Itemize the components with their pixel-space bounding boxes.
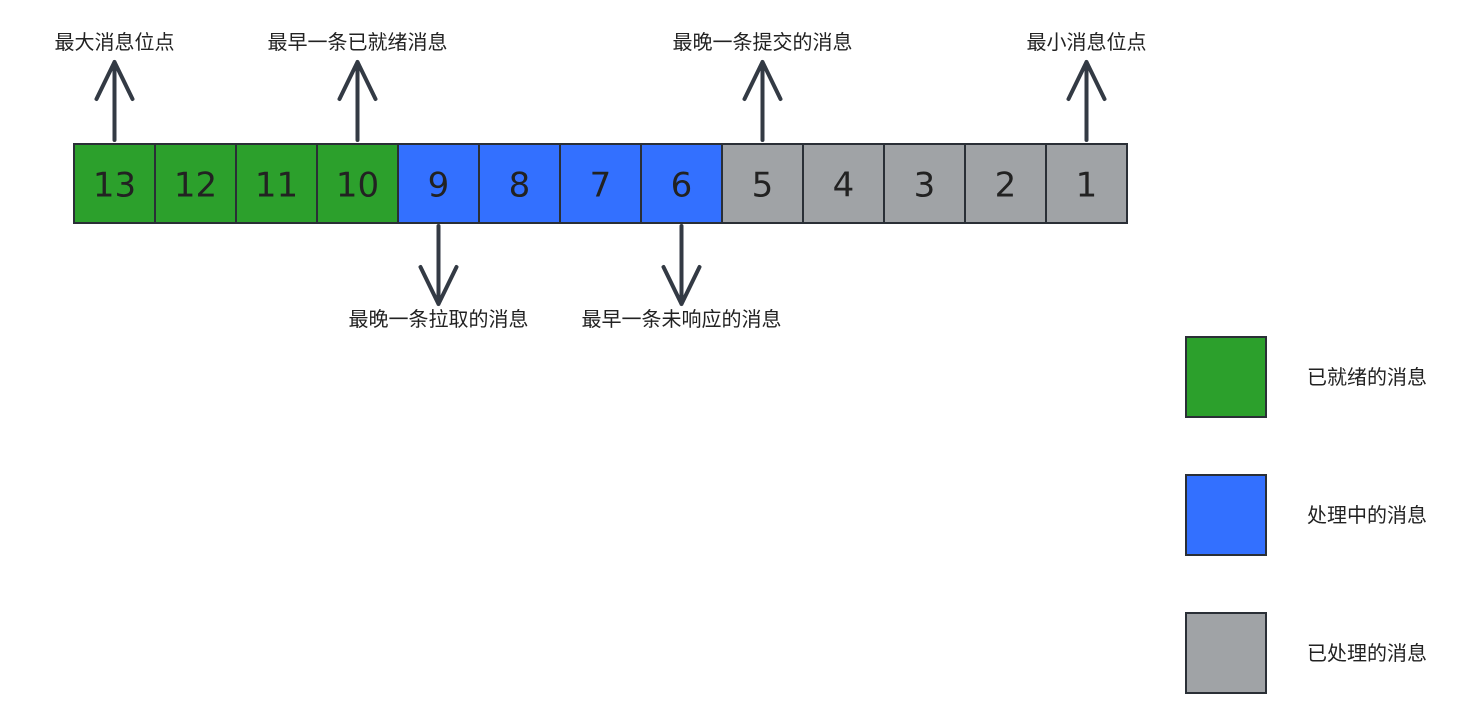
message-cell: 8 <box>478 143 561 224</box>
legend-swatch <box>1185 612 1267 694</box>
pointer-label: 最晚一条拉取的消息 <box>349 307 529 331</box>
message-cell-label: 9 <box>428 166 450 206</box>
pointer-label: 最大消息位点 <box>55 30 175 54</box>
message-cell: 6 <box>640 143 723 224</box>
pointer-up: 最小消息位点 <box>1027 30 1147 142</box>
legend-item: 已就绪的消息 <box>1185 336 1427 418</box>
pointer-label: 最晚一条提交的消息 <box>673 30 853 54</box>
arrow-up-icon <box>94 60 135 142</box>
message-cell: 4 <box>802 143 885 224</box>
message-cell-box <box>721 143 804 224</box>
legend-item: 处理中的消息 <box>1185 474 1427 556</box>
message-cell: 11 <box>235 143 318 224</box>
message-cell: 7 <box>559 143 642 224</box>
message-cell: 2 <box>964 143 1047 224</box>
pointer-label: 最早一条已就绪消息 <box>268 30 448 54</box>
legend-item: 已处理的消息 <box>1185 612 1427 694</box>
message-cell-box <box>73 143 156 224</box>
message-cell-box <box>478 143 561 224</box>
message-cell: 13 <box>73 143 156 224</box>
message-cell-box <box>640 143 723 224</box>
arrow-down-icon <box>661 224 702 306</box>
message-cell-label: 10 <box>336 166 379 206</box>
legend-label: 已就绪的消息 <box>1307 365 1427 389</box>
legend-swatch <box>1185 336 1267 418</box>
message-cell-label: 11 <box>255 166 298 206</box>
pointer-label: 最小消息位点 <box>1027 30 1147 54</box>
arrow-up-icon <box>742 60 783 142</box>
message-cell-box <box>964 143 1047 224</box>
arrow-up-icon <box>1066 60 1107 142</box>
message-cell: 10 <box>316 143 399 224</box>
message-cell-label: 6 <box>671 166 693 206</box>
pointer-label: 最早一条未响应的消息 <box>582 307 782 331</box>
message-cell-label: 8 <box>509 166 531 206</box>
message-cell: 12 <box>154 143 237 224</box>
message-cell-label: 5 <box>752 166 774 206</box>
message-cell-box <box>1045 143 1128 224</box>
message-cell-label: 3 <box>914 166 936 206</box>
arrow-down-icon <box>418 224 459 306</box>
pointer-up: 最早一条已就绪消息 <box>268 30 448 142</box>
legend-label: 处理中的消息 <box>1307 503 1427 527</box>
pointer-up: 最晚一条提交的消息 <box>673 30 853 142</box>
message-cell: 1 <box>1045 143 1128 224</box>
message-cell-label: 12 <box>174 166 217 206</box>
pointer-down: 最晚一条拉取的消息 <box>349 224 529 331</box>
arrow-up-icon <box>337 60 378 142</box>
legend-label: 已处理的消息 <box>1307 641 1427 665</box>
message-cell-label: 13 <box>93 166 136 206</box>
message-cell: 5 <box>721 143 804 224</box>
message-cell: 9 <box>397 143 480 224</box>
message-cell-box <box>235 143 318 224</box>
message-cell-label: 7 <box>590 166 612 206</box>
message-cell-label: 2 <box>995 166 1017 206</box>
message-cell-box <box>154 143 237 224</box>
message-cell-box <box>802 143 885 224</box>
message-cell-box <box>397 143 480 224</box>
message-cell-label: 1 <box>1076 166 1098 206</box>
pointer-down: 最早一条未响应的消息 <box>582 224 782 331</box>
message-cell-label: 4 <box>833 166 855 206</box>
legend-swatch <box>1185 474 1267 556</box>
message-queue-bar: 13 12 11 10 9 8 7 6 5 4 3 2 1 <box>73 143 1128 224</box>
message-cell: 3 <box>883 143 966 224</box>
message-cell-box <box>559 143 642 224</box>
pointer-up: 最大消息位点 <box>55 30 175 142</box>
